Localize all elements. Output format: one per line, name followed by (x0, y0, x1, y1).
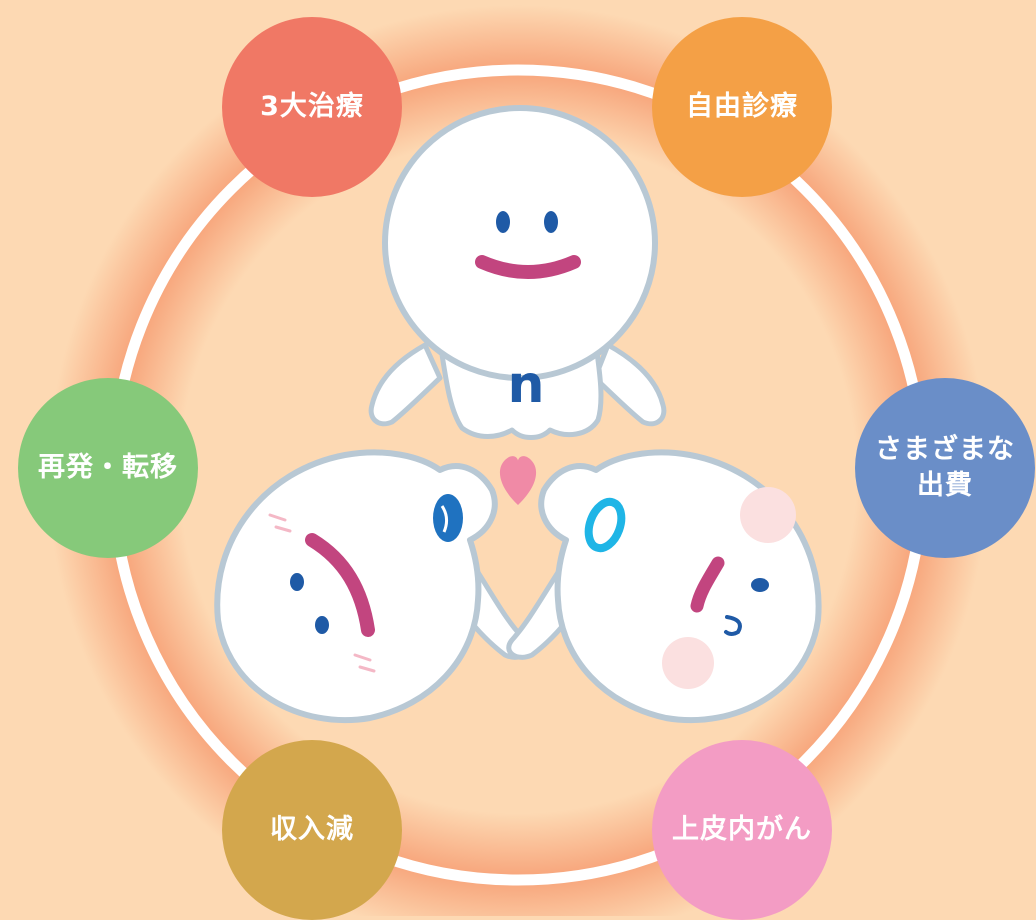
left-mouth (305, 533, 375, 637)
right-mouth-small (724, 615, 742, 636)
bubble-johinai-gan: 上皮内がん (652, 740, 832, 920)
right-cheek-bottom (662, 637, 714, 689)
top-body-letter: n (507, 355, 544, 415)
left-eye-blue (433, 494, 463, 542)
bubble-label: 再発・転移 (38, 451, 178, 483)
left-eye-small-1 (290, 573, 304, 591)
bubble-label: 収入減 (270, 813, 354, 845)
bubble-shunyu-gen: 収入減 (222, 740, 402, 920)
bubble-label: さまざまな 出費 (875, 433, 1015, 501)
top-smile (475, 255, 581, 279)
bubble-label: 3大治療 (260, 90, 364, 122)
top-right-eye (544, 211, 558, 233)
top-right-arm (592, 342, 667, 427)
right-cheek-top (740, 487, 796, 543)
bubble-samazama-shuppi: さまざまな 出費 (855, 378, 1035, 558)
right-mouth (690, 556, 725, 613)
right-eye-small (751, 578, 769, 592)
bubble-3dai-chiryo: 3大治療 (222, 17, 402, 197)
bubble-saihatsu-teni: 再発・転移 (18, 378, 198, 558)
right-mascot (506, 449, 822, 724)
bubble-jiyu-shinryo: 自由診療 (652, 17, 832, 197)
bubble-label: 上皮内がん (672, 813, 812, 845)
top-left-arm (368, 342, 443, 427)
right-eye-ring (584, 497, 626, 553)
top-head (382, 105, 658, 381)
heart-icon (499, 456, 537, 505)
left-eye-small-2 (315, 616, 329, 634)
top-mascot: n (368, 105, 667, 440)
bubble-label: 自由診療 (686, 90, 798, 122)
left-blush-marks (268, 513, 376, 673)
top-left-eye (496, 211, 510, 233)
left-mascot (214, 449, 531, 724)
left-eye-shine (440, 505, 449, 533)
